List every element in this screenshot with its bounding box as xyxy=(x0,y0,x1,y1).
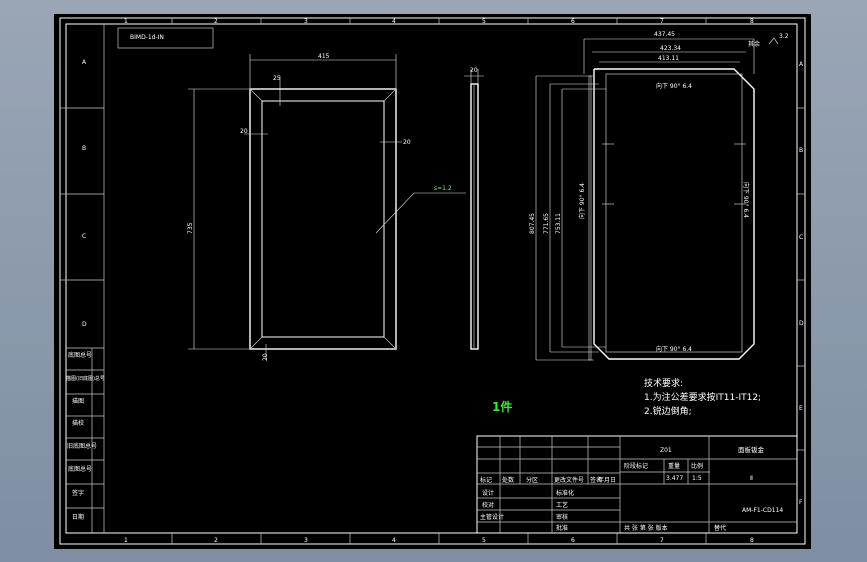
role2-3: 审核 xyxy=(556,513,568,521)
zone-col-3b: 3 xyxy=(304,537,308,544)
flat-bend-left: 向下 90° 6.4 xyxy=(578,183,586,219)
left-row-b: B xyxy=(82,145,86,152)
zone-ticks xyxy=(171,18,805,544)
rev-h-3: 分区 xyxy=(526,476,538,484)
role-1: 设计 xyxy=(482,489,494,497)
left-info-strip xyxy=(66,347,104,533)
role2-2: 工艺 xyxy=(556,501,568,509)
thickness-note: s=1.2 xyxy=(434,185,452,192)
flat-dim-h1: 807.45 xyxy=(529,213,536,234)
flat-dim-w1: 437.45 xyxy=(654,31,675,38)
tb-material: Z01 xyxy=(660,447,672,454)
drawing-svg: 1 2 3 4 5 6 7 8 1 2 3 4 5 6 7 8 A B C D … xyxy=(59,17,806,545)
front-dim-width: 415 xyxy=(318,53,330,60)
strip-label-3: 描图 xyxy=(72,397,84,405)
side-view xyxy=(464,69,484,350)
tb-stage-label: 阶段标记 xyxy=(624,462,648,470)
flat-dim-w2: 423.34 xyxy=(660,45,681,52)
zone-col-4: 4 xyxy=(392,18,396,25)
flat-pattern-view xyxy=(535,37,779,361)
rev-h-2: 处数 xyxy=(502,476,514,484)
zone-col-2: 2 xyxy=(214,18,218,25)
zone-col-8: 8 xyxy=(750,18,754,25)
zone-col-7b: 7 xyxy=(660,537,664,544)
left-row-a: A xyxy=(82,59,87,66)
zone-col-6: 6 xyxy=(571,18,575,25)
inner-border xyxy=(65,23,798,534)
tech-req-title: 技术要求: xyxy=(644,377,683,389)
role2-4: 批准 xyxy=(556,524,568,532)
roughness-value: 3.2 xyxy=(779,33,789,40)
left-zone-column xyxy=(60,107,66,281)
zone-col-7: 7 xyxy=(660,18,664,25)
tb-scale: 1:5 xyxy=(692,475,702,482)
zone-row-c: C xyxy=(799,234,803,241)
zone-row-e: E xyxy=(799,405,803,412)
zone-col-2b: 2 xyxy=(214,537,218,544)
tb-weight: 3.477 xyxy=(666,475,683,482)
tb-scale-label: 比例 xyxy=(691,462,703,470)
side-dim-thickness: 20 xyxy=(470,67,478,74)
tech-req-item2: 2.锐边倒角; xyxy=(644,405,692,417)
flat-bend-bottom: 向下 90° 6.4 xyxy=(656,345,692,353)
flat-dim-h2: 771.65 xyxy=(543,213,550,234)
role-3: 主管设计 xyxy=(480,513,504,521)
rev-h-5: 签名 xyxy=(590,476,602,484)
tb-footer: 共 张 第 张 版本 xyxy=(624,524,668,532)
zone-col-5b: 5 xyxy=(482,537,486,544)
tb-part-name: 面板钣金 xyxy=(738,445,765,454)
strip-label-8: 日期 xyxy=(72,513,84,521)
zone-row-f: F xyxy=(799,499,803,506)
zone-col-6b: 6 xyxy=(571,537,575,544)
role2-1: 标准化 xyxy=(556,489,574,497)
zone-row-d: D xyxy=(799,320,804,327)
front-dim-inset-top: 25 xyxy=(273,75,281,82)
title-block xyxy=(476,435,798,534)
flat-bend-top: 向下 90° 6.4 xyxy=(656,82,692,90)
strip-label-7: 签字 xyxy=(72,489,84,497)
roughness-prefix: 其余 xyxy=(748,40,760,48)
strip-label-2: 描图(旧底图)总号 xyxy=(66,375,105,382)
zone-col-1: 1 xyxy=(124,18,128,25)
zone-col-8b: 8 xyxy=(750,537,754,544)
strip-label-6: 底图总号 xyxy=(68,465,92,473)
rev-h-1: 标记 xyxy=(480,476,492,484)
zone-row-a: A xyxy=(799,61,804,68)
front-dim-height: 735 xyxy=(187,222,194,234)
tech-req-item1: 1.为注公差要求按IT11-IT12; xyxy=(644,391,761,403)
zone-col-5: 5 xyxy=(482,18,486,25)
tb-replace: 替代 xyxy=(714,524,726,532)
flat-bend-right: 向下 90° 6.4 xyxy=(742,182,750,218)
tb-sheet: Ⅱ xyxy=(750,475,753,482)
front-dim-inset-right: 20 xyxy=(403,139,411,146)
zone-col-3: 3 xyxy=(304,18,308,25)
front-dim-inset-bottom: 20 xyxy=(262,353,269,361)
strip-label-1: 底图总号 xyxy=(68,351,92,359)
tb-weight-label: 重量 xyxy=(668,462,680,470)
role-2: 校对 xyxy=(482,501,494,509)
rev-h-6: 年月日 xyxy=(598,476,616,484)
zone-row-b: B xyxy=(799,147,803,154)
left-row-d: D xyxy=(82,321,87,328)
code-box-text: BIMD-1d-IN xyxy=(130,34,164,41)
rev-h-4: 更改文件号 xyxy=(554,476,584,484)
flat-dim-h3: 753.11 xyxy=(555,213,562,234)
front-view xyxy=(188,54,466,359)
strip-label-5: 旧底图总号 xyxy=(67,442,97,450)
drawing-canvas[interactable]: 1 2 3 4 5 6 7 8 1 2 3 4 5 6 7 8 A B C D … xyxy=(54,14,811,549)
left-row-c: C xyxy=(82,233,86,240)
zone-col-4b: 4 xyxy=(392,537,396,544)
code-box xyxy=(117,27,214,49)
tb-drawing-no: AM-F1-CD114 xyxy=(742,507,783,514)
front-dim-inset-left: 20 xyxy=(240,128,248,135)
strip-label-4: 描校 xyxy=(72,419,84,427)
quantity-label: 1件 xyxy=(492,399,512,414)
flat-dim-w3: 413.11 xyxy=(658,55,679,62)
outer-border xyxy=(59,17,806,545)
zone-col-1b: 1 xyxy=(124,537,128,544)
